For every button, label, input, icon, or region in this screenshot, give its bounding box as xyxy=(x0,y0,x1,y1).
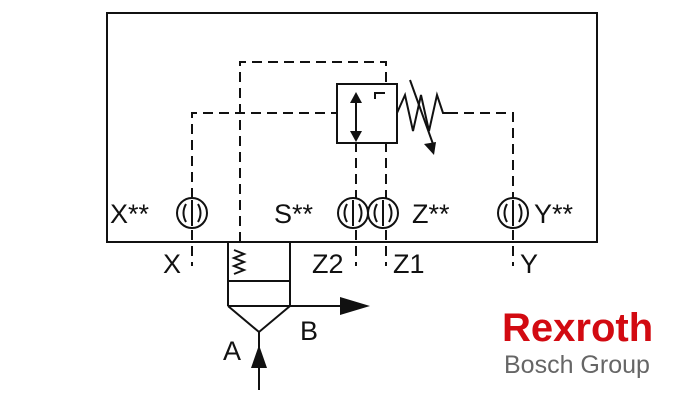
label-x-star: X** xyxy=(110,199,150,229)
pressure-valve-symbol xyxy=(336,83,398,144)
brand-group: Bosch Group xyxy=(504,351,650,379)
label-a: A xyxy=(223,336,241,366)
gauge-x xyxy=(176,197,208,229)
label-z-star: Z** xyxy=(412,199,450,229)
label-x: X xyxy=(163,249,181,279)
label-y-star: Y** xyxy=(534,199,574,229)
adjustable-spring-symbol xyxy=(396,79,449,155)
label-z1: Z1 xyxy=(393,249,425,279)
brand-name: Rexroth xyxy=(502,306,653,350)
gauge-z xyxy=(367,197,399,229)
label-y: Y xyxy=(520,249,538,279)
valve-housing xyxy=(106,12,598,243)
cartridge-valve-symbol xyxy=(227,242,370,390)
label-s-star: S** xyxy=(274,199,314,229)
gauge-y xyxy=(497,197,529,229)
pilot-lines xyxy=(191,61,514,266)
gauge-s xyxy=(337,197,369,229)
label-z2: Z2 xyxy=(312,249,344,279)
rexroth-logo: Rexroth Bosch Group xyxy=(502,306,653,379)
label-b: B xyxy=(300,316,318,346)
